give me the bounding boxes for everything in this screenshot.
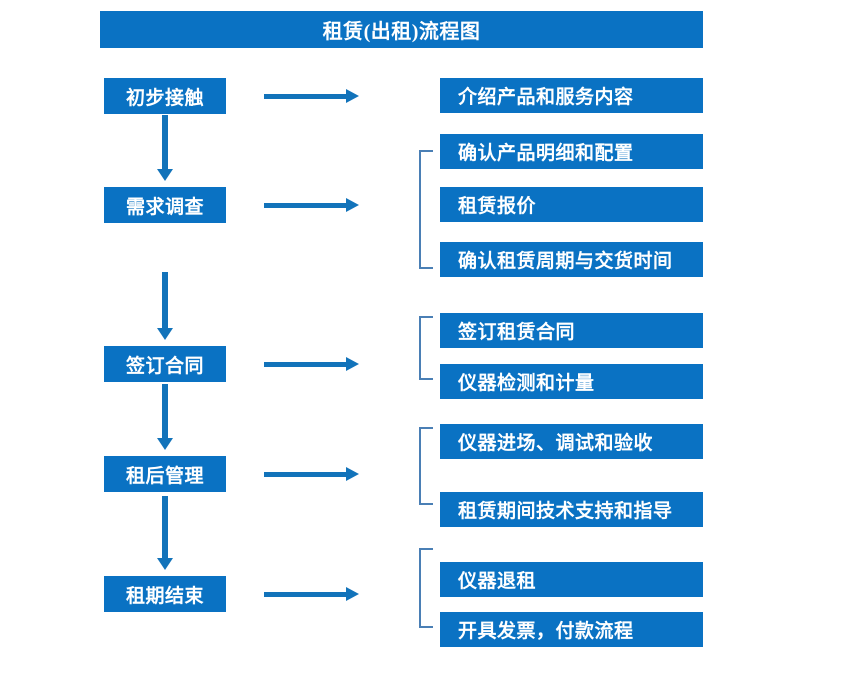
- group-bracket-3: [419, 427, 433, 505]
- arrow-head: [346, 467, 359, 481]
- stage-box-1[interactable]: 初步接触: [104, 78, 226, 114]
- right-arrow-2: [264, 198, 359, 212]
- down-arrow-4: [157, 496, 173, 570]
- arrow-shaft: [162, 115, 168, 169]
- stage-box-3[interactable]: 签订合同: [104, 346, 226, 382]
- stage-box-4[interactable]: 租后管理: [104, 456, 226, 492]
- arrow-shaft: [162, 496, 168, 558]
- detail-box-4[interactable]: 确认租赁周期与交货时间: [440, 242, 703, 277]
- down-arrow-2: [157, 272, 173, 340]
- detail-box-2[interactable]: 确认产品明细和配置: [440, 134, 703, 169]
- arrow-head: [346, 89, 359, 103]
- detail-box-10[interactable]: 开具发票，付款流程: [440, 612, 703, 647]
- arrow-shaft: [264, 94, 347, 99]
- detail-box-8[interactable]: 租赁期间技术支持和指导: [440, 492, 703, 527]
- arrow-head: [346, 587, 359, 601]
- down-arrow-1: [157, 115, 173, 181]
- detail-box-1[interactable]: 介绍产品和服务内容: [440, 78, 703, 113]
- arrow-head: [157, 169, 173, 181]
- stage-box-2[interactable]: 需求调查: [104, 187, 226, 223]
- right-arrow-4: [264, 467, 359, 481]
- detail-box-9[interactable]: 仪器退租: [440, 562, 703, 597]
- detail-box-6[interactable]: 仪器检测和计量: [440, 364, 703, 399]
- arrow-head: [157, 558, 173, 570]
- down-arrow-3: [157, 384, 173, 450]
- arrow-shaft: [264, 203, 347, 208]
- arrow-shaft: [264, 592, 347, 597]
- arrow-shaft: [162, 272, 168, 328]
- arrow-shaft: [264, 472, 347, 477]
- right-arrow-3: [264, 357, 359, 371]
- diagram-title: 租赁(出租)流程图: [100, 11, 703, 48]
- detail-box-5[interactable]: 签订租赁合同: [440, 313, 703, 348]
- right-arrow-1: [264, 89, 359, 103]
- arrow-head: [346, 357, 359, 371]
- right-arrow-5: [264, 587, 359, 601]
- arrow-shaft: [162, 384, 168, 438]
- arrow-head: [157, 438, 173, 450]
- arrow-head: [346, 198, 359, 212]
- group-bracket-4: [419, 548, 433, 628]
- group-bracket-2: [419, 316, 433, 380]
- detail-box-3[interactable]: 租赁报价: [440, 187, 703, 222]
- arrow-head: [157, 328, 173, 340]
- group-bracket-1: [419, 150, 433, 269]
- detail-box-7[interactable]: 仪器进场、调试和验收: [440, 424, 703, 459]
- stage-box-5[interactable]: 租期结束: [104, 576, 226, 612]
- arrow-shaft: [264, 362, 347, 367]
